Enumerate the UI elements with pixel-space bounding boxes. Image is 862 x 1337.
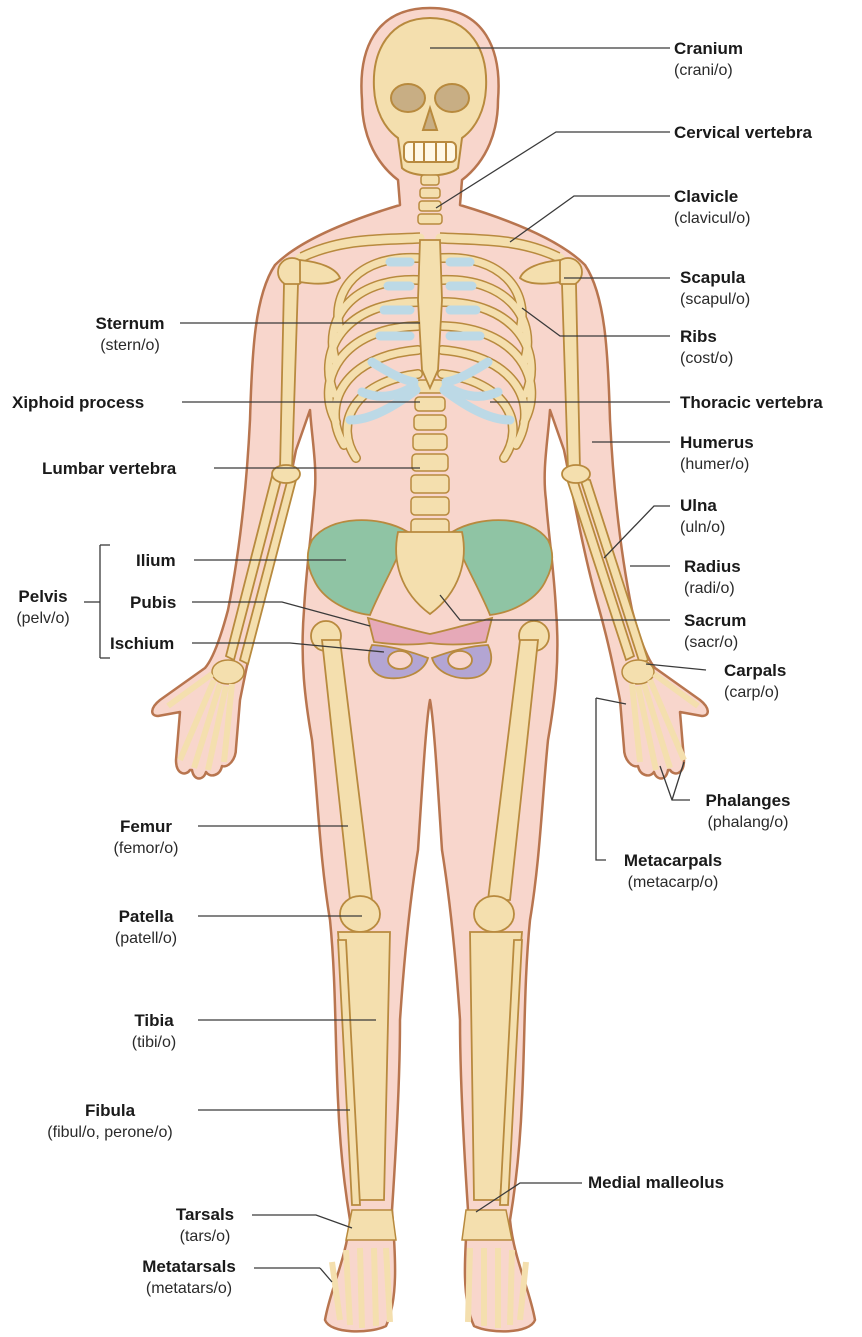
metatarsals-root: (metatars/o): [124, 1278, 254, 1300]
fibula-term: Fibula: [22, 1100, 198, 1122]
scapula-root: (scapul/o): [680, 289, 750, 311]
sternum-term: Sternum: [80, 313, 180, 335]
patella-root: (patell/o): [94, 928, 198, 950]
label-metacarpals: Metacarpals (metacarp/o): [608, 850, 738, 894]
medial-malleolus-term: Medial malleolus: [588, 1172, 724, 1194]
label-carpals: Carpals (carp/o): [724, 660, 786, 704]
tarsals-term: Tarsals: [160, 1204, 250, 1226]
phalanges-root: (phalang/o): [688, 812, 808, 834]
pelvis-term: Pelvis: [6, 586, 80, 608]
label-cranium: Cranium (crani/o): [674, 38, 743, 82]
metatarsals-term: Metatarsals: [124, 1256, 254, 1278]
label-clavicle: Clavicle (clavicul/o): [674, 186, 750, 230]
xiphoid-process-term: Xiphoid process: [12, 392, 144, 414]
cervical-vertebra-term: Cervical vertebra: [674, 122, 812, 144]
carpals-term: Carpals: [724, 660, 786, 682]
cranium-root: (crani/o): [674, 60, 743, 82]
label-radius: Radius (radi/o): [684, 556, 741, 600]
lumbar-vertebra-term: Lumbar vertebra: [42, 458, 176, 480]
label-fibula: Fibula (fibul/o, perone/o): [22, 1100, 198, 1144]
cranium-term: Cranium: [674, 38, 743, 60]
clavicle-root: (clavicul/o): [674, 208, 750, 230]
label-ribs: Ribs (cost/o): [680, 326, 733, 370]
label-pubis: Pubis: [130, 592, 176, 614]
label-xiphoid-process: Xiphoid process: [12, 392, 144, 414]
sacrum-root: (sacr/o): [684, 632, 746, 654]
scapula-term: Scapula: [680, 267, 750, 289]
label-phalanges: Phalanges (phalang/o): [688, 790, 808, 834]
label-humerus: Humerus (humer/o): [680, 432, 754, 476]
pelvis-root: (pelv/o): [6, 608, 80, 630]
label-patella: Patella (patell/o): [94, 906, 198, 950]
patella-term: Patella: [94, 906, 198, 928]
sternum-root: (stern/o): [80, 335, 180, 357]
ribs-term: Ribs: [680, 326, 733, 348]
label-tarsals: Tarsals (tars/o): [160, 1204, 250, 1248]
ulna-term: Ulna: [680, 495, 725, 517]
label-scapula: Scapula (scapul/o): [680, 267, 750, 311]
label-femur: Femur (femor/o): [94, 816, 198, 860]
ribs-root: (cost/o): [680, 348, 733, 370]
carpals-root: (carp/o): [724, 682, 786, 704]
tibia-root: (tibi/o): [110, 1032, 198, 1054]
radius-term: Radius: [684, 556, 741, 578]
label-metatarsals: Metatarsals (metatars/o): [124, 1256, 254, 1300]
label-sacrum: Sacrum (sacr/o): [684, 610, 746, 654]
label-cervical-vertebra: Cervical vertebra: [674, 122, 812, 144]
phalanges-term: Phalanges: [688, 790, 808, 812]
metacarpals-term: Metacarpals: [608, 850, 738, 872]
pubis-term: Pubis: [130, 592, 176, 614]
label-medial-malleolus: Medial malleolus: [588, 1172, 724, 1194]
clavicle-term: Clavicle: [674, 186, 750, 208]
tarsals-root: (tars/o): [160, 1226, 250, 1248]
ilium-term: Ilium: [136, 550, 176, 572]
humerus-root: (humer/o): [680, 454, 754, 476]
femur-term: Femur: [94, 816, 198, 838]
label-ilium: Ilium: [136, 550, 176, 572]
label-lumbar-vertebra: Lumbar vertebra: [42, 458, 176, 480]
label-tibia: Tibia (tibi/o): [110, 1010, 198, 1054]
label-ulna: Ulna (uln/o): [680, 495, 725, 539]
ulna-root: (uln/o): [680, 517, 725, 539]
label-thoracic-vertebra: Thoracic vertebra: [680, 392, 823, 414]
label-pelvis: Pelvis (pelv/o): [6, 586, 80, 630]
metacarpals-root: (metacarp/o): [608, 872, 738, 894]
thoracic-vertebra-term: Thoracic vertebra: [680, 392, 823, 414]
label-ischium: Ischium: [110, 633, 174, 655]
ischium-term: Ischium: [110, 633, 174, 655]
humerus-term: Humerus: [680, 432, 754, 454]
fibula-root: (fibul/o, perone/o): [22, 1122, 198, 1144]
tibia-term: Tibia: [110, 1010, 198, 1032]
radius-root: (radi/o): [684, 578, 741, 600]
femur-root: (femor/o): [94, 838, 198, 860]
sacrum-term: Sacrum: [684, 610, 746, 632]
label-sternum: Sternum (stern/o): [80, 313, 180, 357]
